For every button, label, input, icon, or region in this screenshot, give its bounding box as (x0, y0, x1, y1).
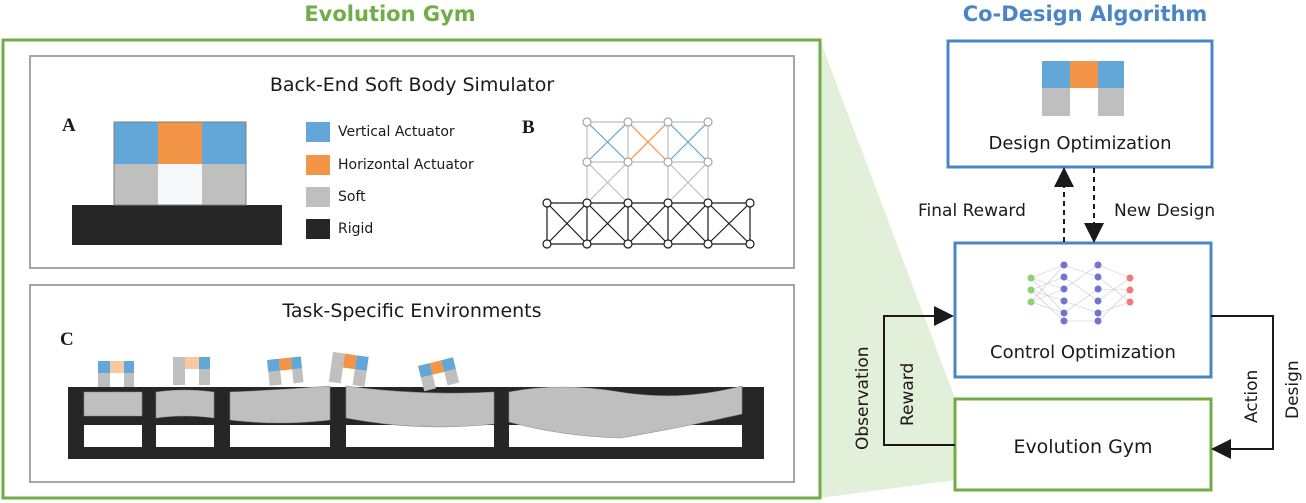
legend-horizontal-actuator: Horizontal Actuator (338, 157, 474, 173)
action-label: Action (1242, 369, 1262, 423)
walking-robots (98, 352, 460, 392)
robot-illustration (72, 121, 282, 245)
action-arrow (1211, 315, 1274, 459)
legend-swatch-soft (306, 187, 330, 207)
control-optimization-box (953, 241, 1213, 379)
co-design-heading: Co-Design Algorithm (962, 2, 1208, 26)
design-label: Design (1283, 360, 1303, 419)
observation-label: Observation (853, 346, 873, 450)
evolution-gym-frame (1, 38, 822, 500)
evolution-gym-heading: Evolution Gym (304, 2, 476, 26)
simulator-title: Back-End Soft Body Simulator (269, 74, 555, 96)
design-robot-icon (1042, 61, 1124, 116)
neural-network-icon (1027, 261, 1134, 325)
observation-arrow (883, 306, 955, 446)
new-design-label: New Design (1114, 201, 1216, 221)
final-reward-label: Final Reward (918, 201, 1026, 221)
legend-vertical-actuator: Vertical Actuator (338, 124, 455, 140)
design-optimization-label: Design Optimization (988, 133, 1172, 154)
terrain-illustration (68, 385, 764, 459)
panel-label-b: B (522, 117, 535, 138)
reward-label: Reward (898, 362, 918, 426)
legend-soft: Soft (338, 189, 366, 205)
control-optimization-label: Control Optimization (990, 342, 1176, 363)
panel-label-c: C (60, 329, 74, 350)
mass-spring-mesh (542, 117, 755, 249)
environments-title: Task-Specific Environments (282, 300, 542, 322)
zoom-wedge (820, 40, 955, 498)
legend-swatch-horizontal (306, 155, 330, 175)
legend-swatch-rigid (306, 219, 330, 239)
panel-label-a: A (62, 115, 76, 136)
legend-swatch-vertical (306, 122, 330, 142)
legend-rigid: Rigid (338, 221, 374, 237)
evolution-gym-box-label: Evolution Gym (1013, 436, 1153, 458)
